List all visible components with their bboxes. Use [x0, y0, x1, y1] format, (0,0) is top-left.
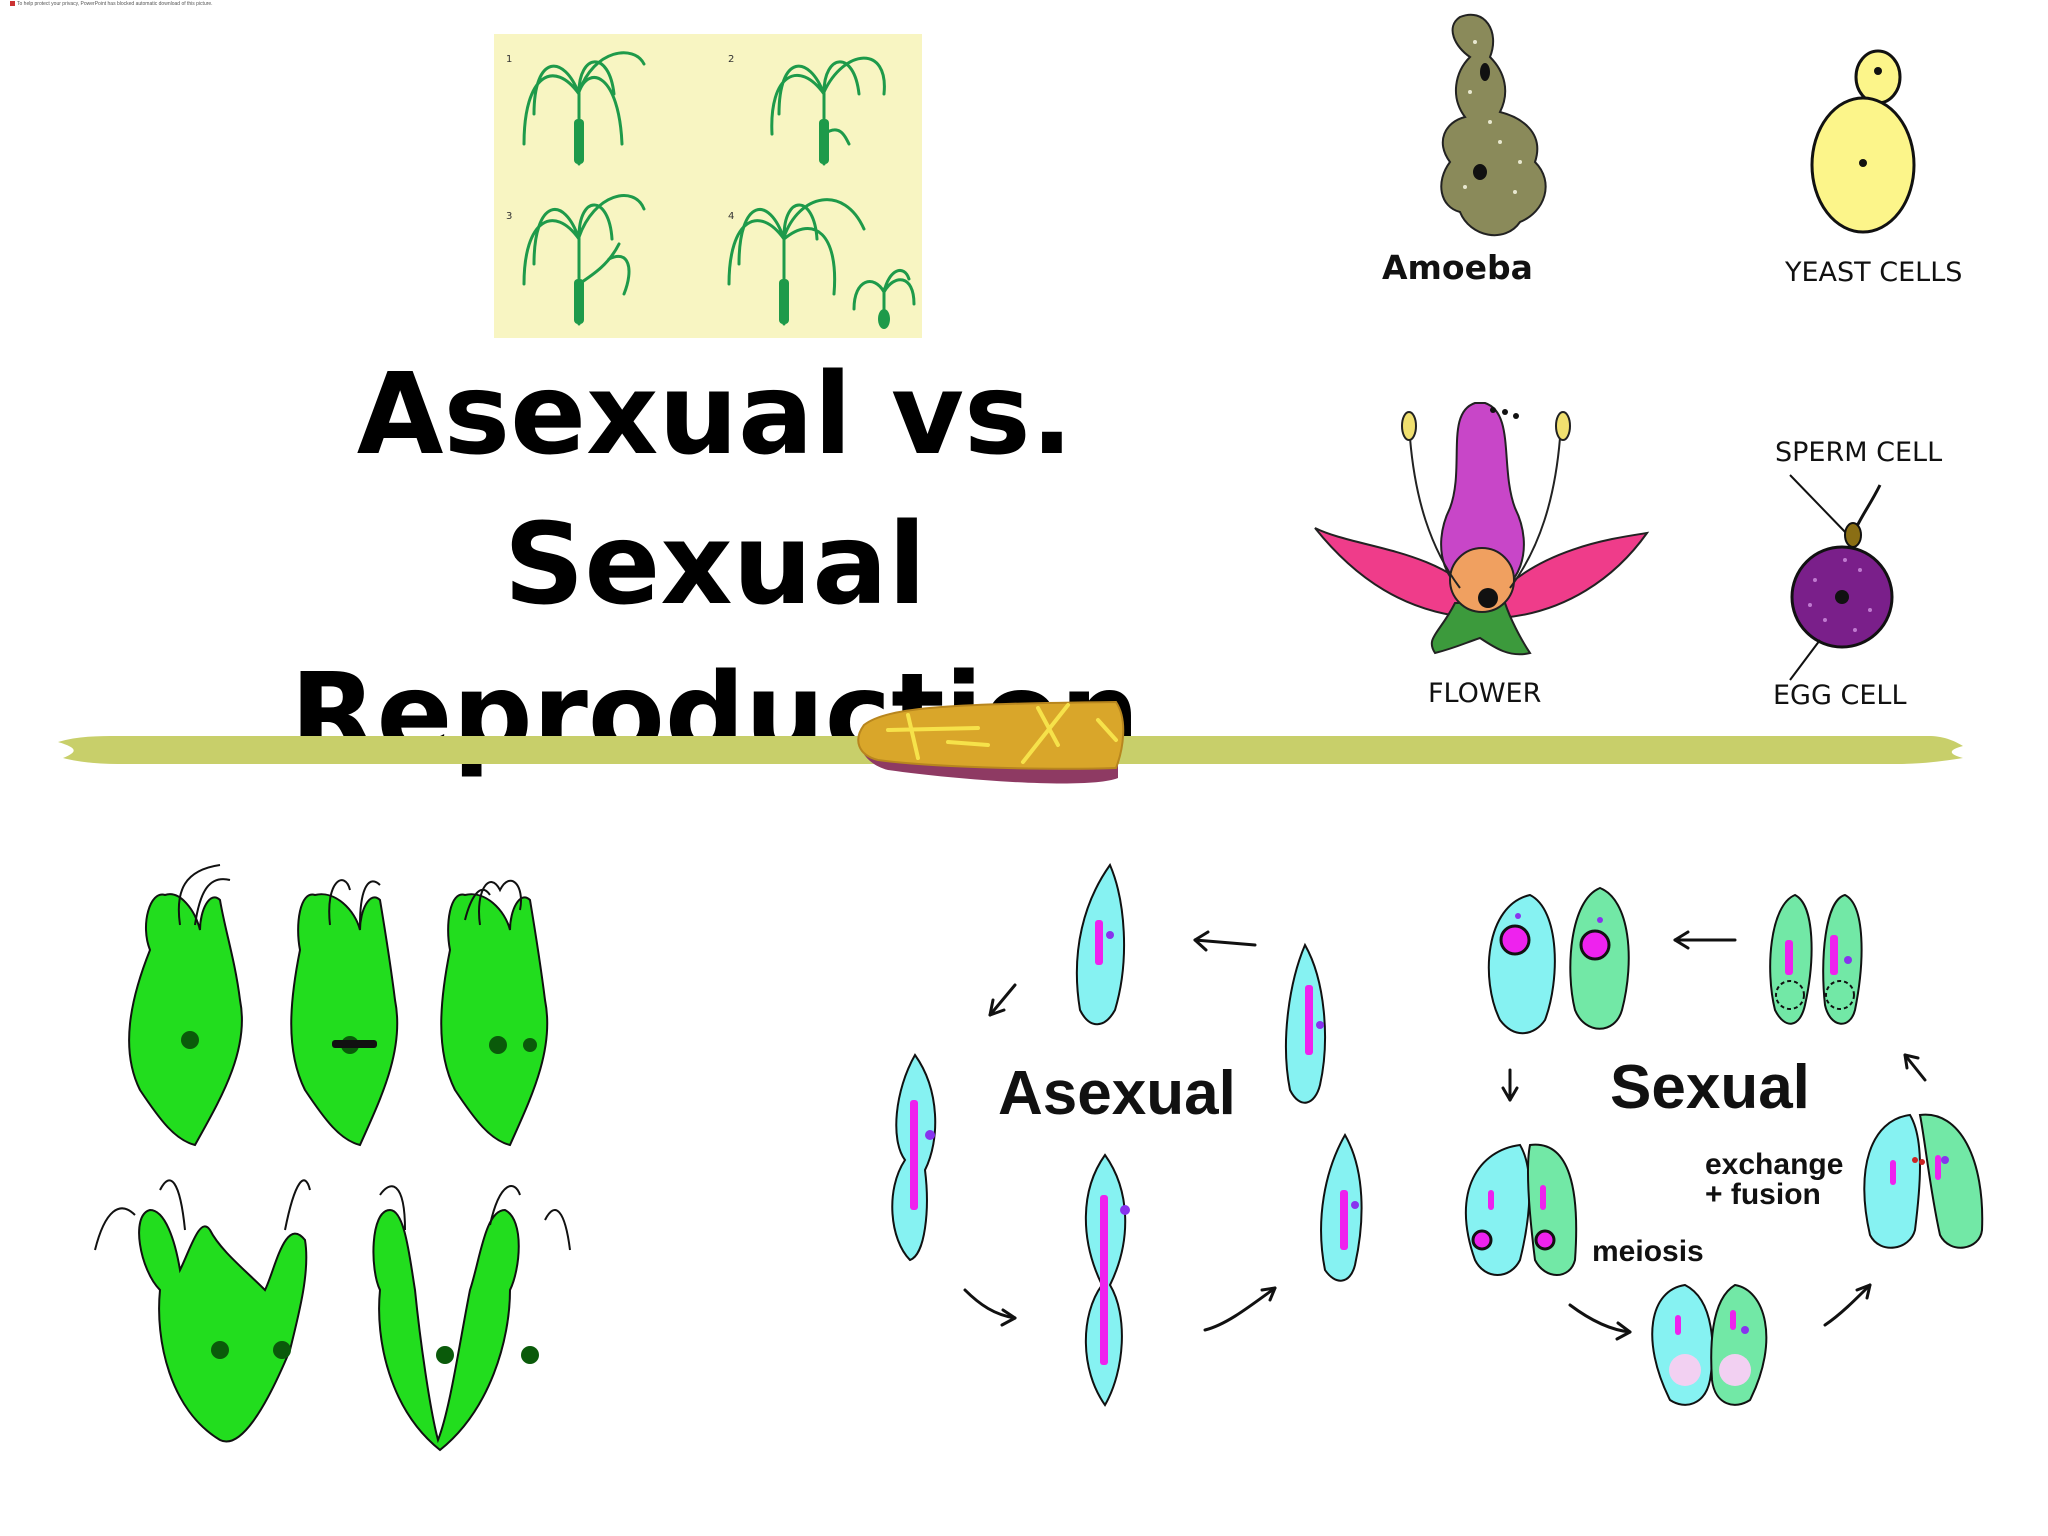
hydra-step-4: 4	[728, 211, 734, 222]
sperm-egg-illustration	[1789, 474, 1894, 681]
meiosis-label: meiosis	[1592, 1235, 1704, 1268]
fusion-label: + fusion	[1705, 1178, 1821, 1211]
hydra-budding-panel: 1 2 3 4	[494, 34, 922, 338]
amoeba-illustration	[1440, 13, 1547, 237]
euglena-division-illustration	[60, 850, 620, 1500]
blocked-picture-notice: To help protect your privacy, PowerPoint…	[10, 1, 213, 7]
egg-label: EGG CELL	[1773, 680, 1907, 711]
amoeba-label: Amoeba	[1382, 248, 1533, 287]
exchange-label: exchange	[1705, 1148, 1844, 1181]
reproduction-cycle-illustration	[891, 862, 1984, 1407]
hydra-step-2: 2	[728, 54, 734, 65]
title-line-1: Asexual vs. Sexual	[356, 350, 1074, 630]
flower-illustration	[1314, 402, 1650, 656]
flower-label: FLOWER	[1428, 678, 1542, 709]
section-divider	[58, 700, 1963, 784]
hydra-step-3: 3	[506, 211, 512, 222]
yeast-illustration	[1810, 49, 1916, 234]
sexual-label: Sexual	[1610, 1053, 1810, 1122]
divider-badge	[857, 700, 1125, 770]
sperm-label: SPERM CELL	[1775, 437, 1943, 468]
asexual-label: Asexual	[998, 1059, 1236, 1128]
hydra-step-1: 1	[506, 54, 512, 65]
notice-text: To help protect your privacy, PowerPoint…	[17, 1, 213, 7]
warning-icon	[10, 1, 15, 7]
yeast-label: YEAST CELLS	[1785, 257, 1963, 288]
